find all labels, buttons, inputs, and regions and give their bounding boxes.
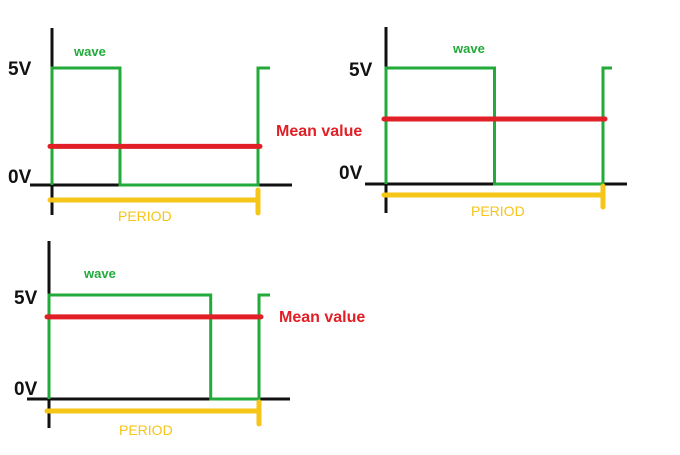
chart-2: 5V 0V wave PERIOD Mean value [276, 27, 627, 219]
label-0v: 0V [339, 163, 363, 184]
label-period: PERIOD [471, 203, 525, 219]
chart-3: 5V 0V wave PERIOD Mean value [14, 241, 365, 438]
label-wave: wave [73, 44, 106, 59]
label-mean-value: Mean value [276, 123, 362, 140]
label-period: PERIOD [118, 208, 172, 224]
label-mean-value: Mean value [279, 309, 365, 326]
label-wave: wave [83, 266, 116, 281]
label-0v: 0V [14, 379, 38, 400]
chart-1: 5V 0V wave PERIOD [8, 28, 292, 224]
label-wave: wave [452, 41, 485, 56]
label-5v: 5V [8, 59, 32, 80]
square-wave [50, 66, 270, 187]
label-5v: 5V [14, 288, 38, 309]
label-period: PERIOD [119, 422, 173, 438]
square-wave [384, 66, 612, 186]
label-0v: 0V [8, 167, 32, 188]
square-wave [47, 293, 270, 401]
label-5v: 5V [349, 60, 373, 81]
